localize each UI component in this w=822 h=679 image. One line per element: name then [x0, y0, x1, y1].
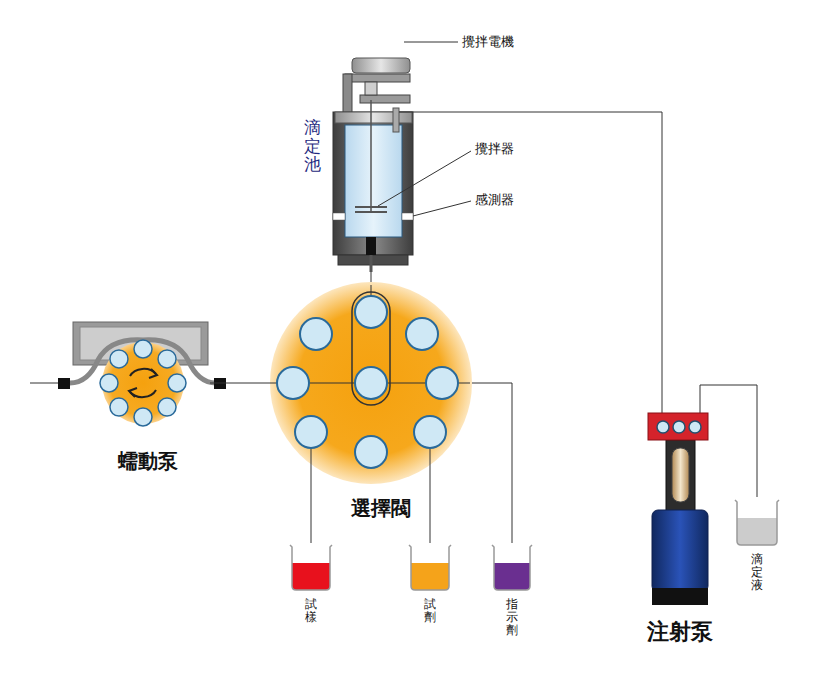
tube-connector — [371, 272, 372, 282]
tube-connector — [700, 385, 757, 497]
peristaltic-pump: 蠕動泵 — [70, 320, 210, 480]
valve-port — [355, 367, 387, 399]
indicator-beaker: 指示劑 — [490, 543, 534, 661]
valve-port — [355, 436, 387, 468]
pump-roller — [134, 340, 152, 358]
part-label: 攪拌器 — [475, 140, 514, 158]
valve-port — [295, 416, 327, 448]
syringe-pump: 注射泵 — [636, 405, 728, 650]
titration-cell: 滴定池 — [300, 60, 420, 272]
pump-roller — [100, 340, 186, 426]
valve-port — [277, 367, 309, 399]
pump-roller — [134, 408, 152, 426]
node-label: 指示劑 — [506, 598, 518, 638]
valve-port — [355, 296, 387, 328]
beaker-liquid — [494, 563, 530, 590]
node-label: 蠕動泵 — [118, 448, 178, 475]
node-label: 注射泵 — [647, 617, 713, 647]
titration-cell — [333, 100, 420, 272]
valve-port — [414, 416, 446, 448]
valve-port — [426, 367, 458, 399]
syringe-pump — [648, 405, 708, 605]
stirrer-motor — [343, 58, 410, 114]
node-label: 試樣 — [305, 598, 317, 624]
pump-roller — [110, 398, 128, 416]
beaker-liquid — [737, 518, 777, 545]
tube-connector — [210, 383, 270, 384]
pump-roller — [100, 374, 118, 392]
part-label: 感測器 — [475, 191, 514, 209]
beaker-glass — [492, 545, 532, 590]
valve-port — [277, 296, 458, 468]
leader-line — [378, 42, 471, 216]
node-label: 滴定池 — [304, 118, 321, 174]
beaker-glass — [290, 545, 332, 590]
tube-connector — [420, 112, 662, 405]
node-label: 選擇閥 — [351, 495, 411, 522]
reagent-beaker: 試劑 — [407, 543, 453, 643]
titrant-beaker: 滴定液 — [733, 497, 781, 615]
node-label: 試劑 — [424, 598, 436, 624]
peristaltic-pump — [30, 322, 226, 424]
sample-beaker: 試樣 — [288, 543, 334, 643]
part-label: 攪拌電機 — [462, 33, 514, 51]
beaker-glass — [409, 545, 451, 590]
tube-connector — [472, 383, 512, 543]
node-label: 滴定液 — [751, 553, 763, 593]
pump-roller — [110, 350, 128, 368]
beaker-liquid — [292, 563, 330, 590]
selector-valve — [270, 282, 472, 525]
pump-roller — [158, 350, 176, 368]
beaker-glass — [735, 500, 779, 545]
pump-roller — [158, 398, 176, 416]
tube-connector — [430, 525, 431, 543]
pump-roller — [168, 374, 186, 392]
selector-valve: 選擇閥 — [270, 282, 472, 525]
valve-port — [406, 318, 438, 350]
tube-connector — [311, 525, 312, 543]
valve-port — [300, 318, 332, 350]
beaker-liquid — [411, 563, 449, 590]
